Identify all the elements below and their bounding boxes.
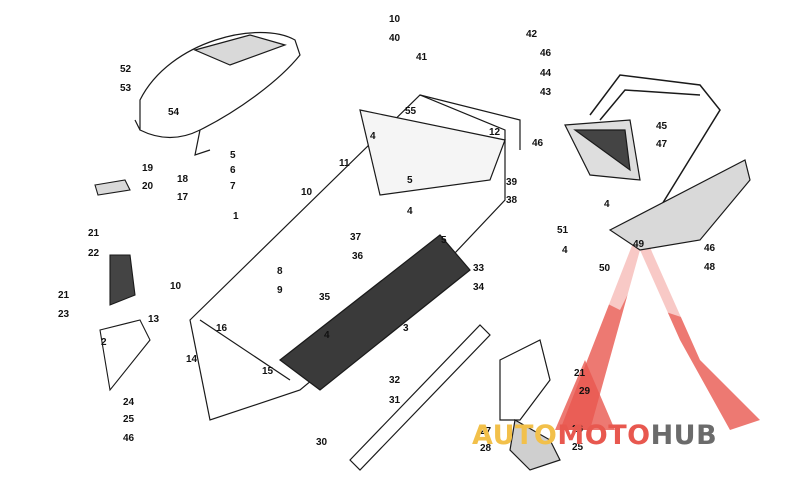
callout-24: 24 [123, 397, 135, 408]
callout-10b: 10 [301, 187, 313, 198]
callout-23: 23 [58, 309, 70, 320]
callout-50: 50 [599, 263, 611, 274]
callout-46b: 46 [540, 48, 552, 59]
callout-5c: 5 [441, 235, 447, 246]
callout-28: 28 [480, 443, 492, 454]
callout-18: 18 [177, 174, 189, 185]
callout-27: 27 [480, 426, 492, 437]
callout-46c: 46 [532, 138, 544, 149]
callout-42: 42 [526, 29, 538, 40]
callout-7: 7 [230, 181, 236, 192]
callout-40: 40 [389, 33, 401, 44]
callout-32: 32 [389, 375, 401, 386]
callout-4b: 4 [370, 131, 376, 142]
snow-flap [608, 159, 751, 251]
callout-2: 2 [101, 337, 107, 348]
callout-19: 19 [142, 163, 154, 174]
callout-21c: 21 [574, 368, 586, 379]
callout-4e: 4 [562, 245, 568, 256]
watermark-auto: AUTO [472, 420, 558, 451]
callout-35: 35 [319, 292, 331, 303]
callout-4d: 4 [604, 199, 610, 210]
running-board [499, 339, 561, 471]
callout-25b: 25 [572, 442, 584, 453]
callout-3: 3 [403, 323, 409, 334]
callout-16: 16 [216, 323, 228, 334]
callout-29: 29 [579, 386, 591, 397]
callout-36: 36 [352, 251, 364, 262]
callout-41: 41 [416, 52, 428, 63]
watermark-moto: MOTO [557, 420, 651, 451]
callout-49: 49 [633, 239, 645, 250]
callout-54: 54 [168, 107, 180, 118]
callout-12: 12 [489, 127, 501, 138]
callout-39: 39 [506, 177, 518, 188]
callout-43: 43 [540, 87, 552, 98]
callout-21b: 21 [58, 290, 70, 301]
callout-17: 17 [177, 192, 189, 203]
callout-26: 26 [572, 424, 584, 435]
callout-46d: 46 [704, 243, 716, 254]
callout-55: 55 [405, 106, 417, 117]
brackets [94, 179, 151, 392]
callout-10: 10 [170, 281, 182, 292]
callout-4: 4 [324, 330, 330, 341]
callout-25: 25 [123, 414, 135, 425]
watermark-text: AUTOMOTOHUB [472, 421, 717, 451]
callout-1: 1 [233, 211, 239, 222]
callout-8: 8 [277, 266, 283, 277]
watermark-hub: HUB [650, 420, 718, 451]
callout-34: 34 [473, 282, 485, 293]
callout-51: 51 [557, 225, 569, 236]
callout-46: 46 [123, 433, 135, 444]
callout-20: 20 [142, 181, 154, 192]
callout-45: 45 [656, 121, 668, 132]
callout-44: 44 [540, 68, 552, 79]
callout-48: 48 [704, 262, 716, 273]
callout-10c: 10 [389, 14, 401, 25]
callout-6: 6 [230, 165, 236, 176]
callout-5: 5 [230, 150, 236, 161]
callout-38: 38 [506, 195, 518, 206]
callout-31: 31 [389, 395, 401, 406]
callout-4c: 4 [407, 206, 413, 217]
callout-22: 22 [88, 248, 100, 259]
callout-14: 14 [186, 354, 198, 365]
watermark-logo [555, 225, 760, 430]
callout-11: 11 [339, 158, 350, 169]
callout-30: 30 [316, 437, 328, 448]
callout-13: 13 [148, 314, 160, 325]
callout-53: 53 [120, 83, 132, 94]
callout-15: 15 [262, 366, 274, 377]
callout-52: 52 [120, 64, 132, 75]
callout-47: 47 [656, 139, 668, 150]
callout-37: 37 [350, 232, 362, 243]
rail-tube [349, 324, 491, 471]
tunnel [189, 94, 521, 421]
callout-5b: 5 [407, 175, 413, 186]
callout-9: 9 [277, 285, 283, 296]
callout-33: 33 [473, 263, 485, 274]
rear-bumper [589, 74, 721, 241]
taillight [564, 119, 641, 181]
seat [134, 31, 301, 156]
callout-21: 21 [88, 228, 100, 239]
